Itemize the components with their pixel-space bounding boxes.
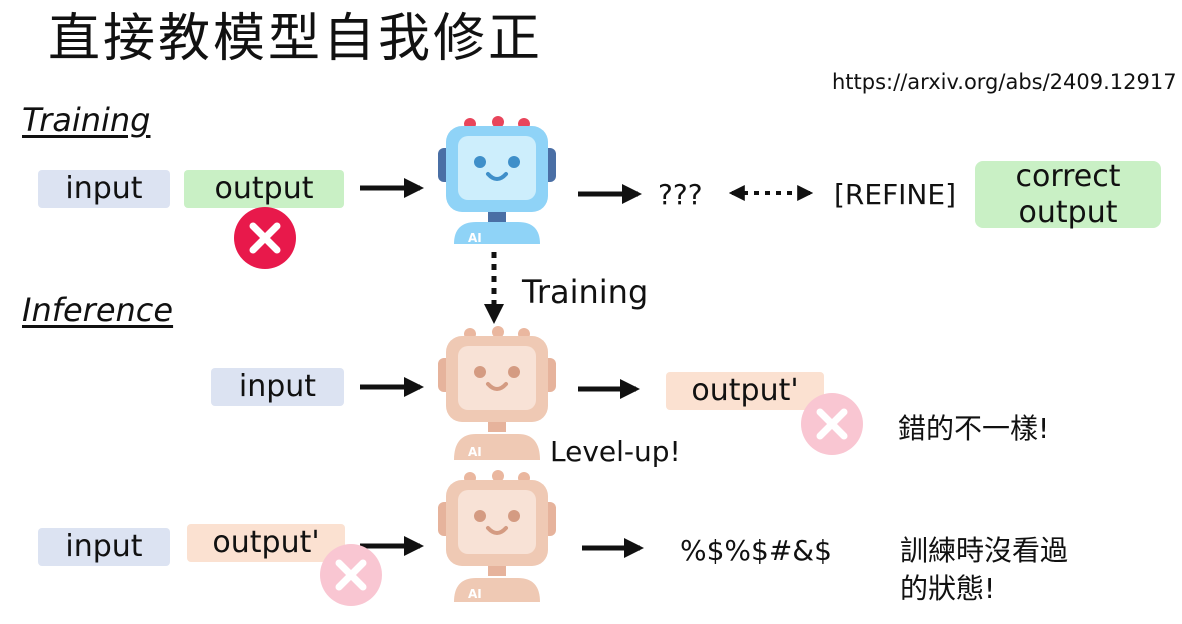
- robot-label: AI: [468, 445, 482, 459]
- level-up-label: Level-up!: [550, 435, 681, 468]
- refine-token: [REFINE]: [834, 178, 956, 211]
- inference1-note: 錯的不一樣!: [898, 412, 1050, 445]
- training-prediction: ???: [658, 178, 703, 211]
- page-title: 直接教模型自我修正: [48, 9, 544, 69]
- robot-icon-training: AI: [438, 116, 556, 245]
- training-input-box: input: [38, 170, 170, 208]
- wrong-icon-training: [234, 207, 296, 269]
- training-arrow-label: Training: [522, 273, 649, 311]
- wrong-icon-inference2: [320, 544, 382, 606]
- correct-output-box: correct output: [975, 159, 1161, 230]
- inference2-input-box: input: [38, 528, 170, 566]
- robot-label: AI: [468, 231, 482, 245]
- inference1-output-box: output': [666, 372, 824, 410]
- robot-label: AI: [468, 587, 482, 601]
- robot-icon-inference1: AI: [438, 326, 556, 460]
- paper-url[interactable]: https://arxiv.org/abs/2409.12917: [832, 70, 1177, 94]
- wrong-icon-inference1: [801, 393, 863, 455]
- inference2-output-box: output': [187, 524, 345, 562]
- inference2-note: 訓練時沒看過 的狀態!: [900, 534, 1069, 605]
- inference1-input-box: input: [211, 368, 344, 406]
- robot-icon-inference2: AI: [438, 470, 556, 602]
- training-output-box: output: [184, 170, 344, 208]
- training-heading: Training: [22, 101, 151, 139]
- inference-heading: Inference: [22, 291, 174, 329]
- inference2-result: %$%$#&$: [680, 534, 832, 567]
